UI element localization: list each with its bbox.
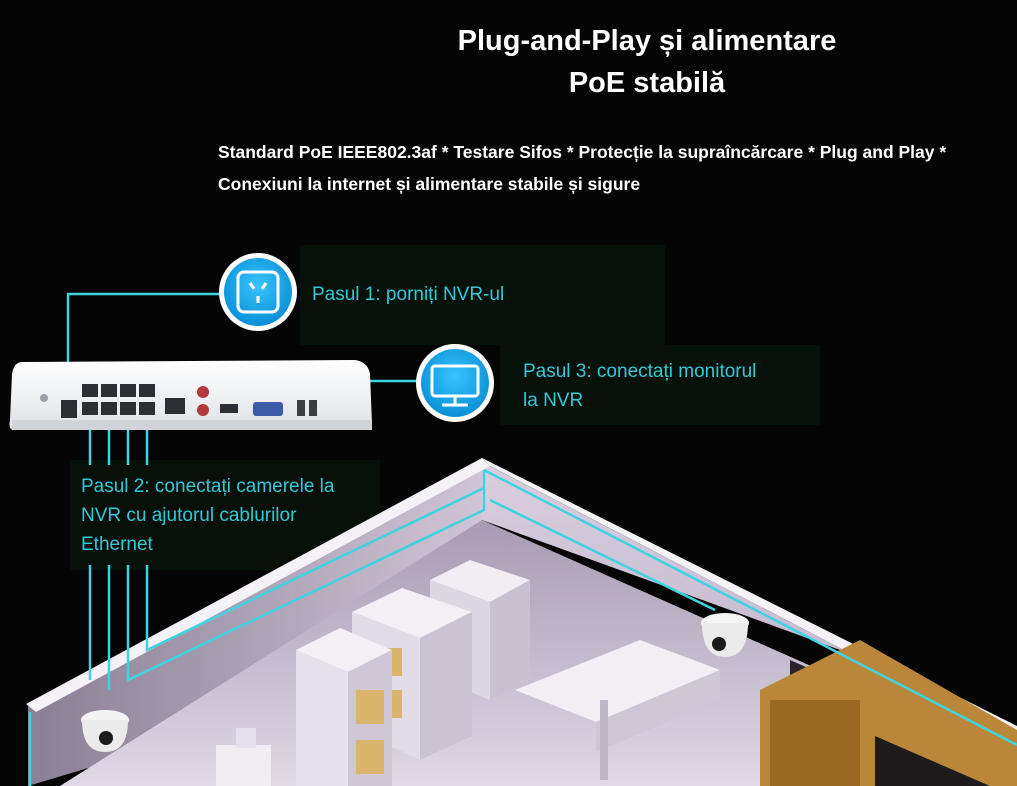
step-1-label: Pasul 1: porniți NVR-ul xyxy=(312,284,505,305)
page-title: Plug-and-Play și alimentare PoE stabilă xyxy=(0,20,1017,104)
chalkboard xyxy=(875,736,990,786)
audio-port xyxy=(197,386,209,398)
background-haze xyxy=(500,345,820,425)
title-line-2: PoE stabilă xyxy=(568,67,726,99)
cable-room-2 xyxy=(145,486,485,652)
usb-port xyxy=(297,400,305,416)
wood-shelf-panel xyxy=(770,700,860,786)
step-3-label: Pasul 3: conectați monitorul la NVR xyxy=(523,357,823,415)
step-3-line-2: la NVR xyxy=(523,390,584,411)
cable-wall-right xyxy=(483,468,1017,747)
dome-camera-right-icon xyxy=(701,613,749,657)
room-cutaway xyxy=(26,458,1017,786)
vga-port xyxy=(253,402,283,416)
ethernet-cables xyxy=(28,292,1017,786)
step-2-line-3: Ethernet xyxy=(81,534,153,555)
counter-table xyxy=(515,640,720,780)
left-wall-top xyxy=(26,458,490,712)
lan-port xyxy=(165,398,185,414)
feature-subtitle: Standard PoE IEEE802.3af * Testare Sifos… xyxy=(218,136,1008,200)
nvr-recorder xyxy=(9,360,372,430)
step-2-line-1: Pasul 2: conectați camerele la xyxy=(81,476,335,497)
step-3-line-1: Pasul 3: conectați monitorul xyxy=(523,361,757,382)
coffee-machine xyxy=(216,728,271,786)
cabinet xyxy=(296,628,392,786)
power-socket-icon xyxy=(219,253,297,331)
hdmi-port xyxy=(220,404,238,413)
title-line-1: Plug-and-Play și alimentare xyxy=(457,25,837,57)
power-port xyxy=(61,400,77,418)
ethernet-ports xyxy=(82,384,155,415)
usb-port xyxy=(309,400,317,416)
monitor-icon xyxy=(416,344,494,422)
audio-port xyxy=(197,404,209,416)
step-2-label: Pasul 2: conectați camerele la NVR cu aj… xyxy=(81,472,381,559)
step-2-line-2: NVR cu ajutorul cablurilor xyxy=(81,505,297,526)
cable-room-1 xyxy=(126,470,486,682)
background-haze xyxy=(300,245,665,345)
dome-camera-left-icon xyxy=(81,710,129,752)
cable-wall-right-2 xyxy=(489,498,716,612)
subtitle-line-1: Standard PoE IEEE802.3af * Testare Sifos… xyxy=(218,142,947,162)
subtitle-line-2: Conexiuni la internet și alimentare stab… xyxy=(218,174,641,194)
